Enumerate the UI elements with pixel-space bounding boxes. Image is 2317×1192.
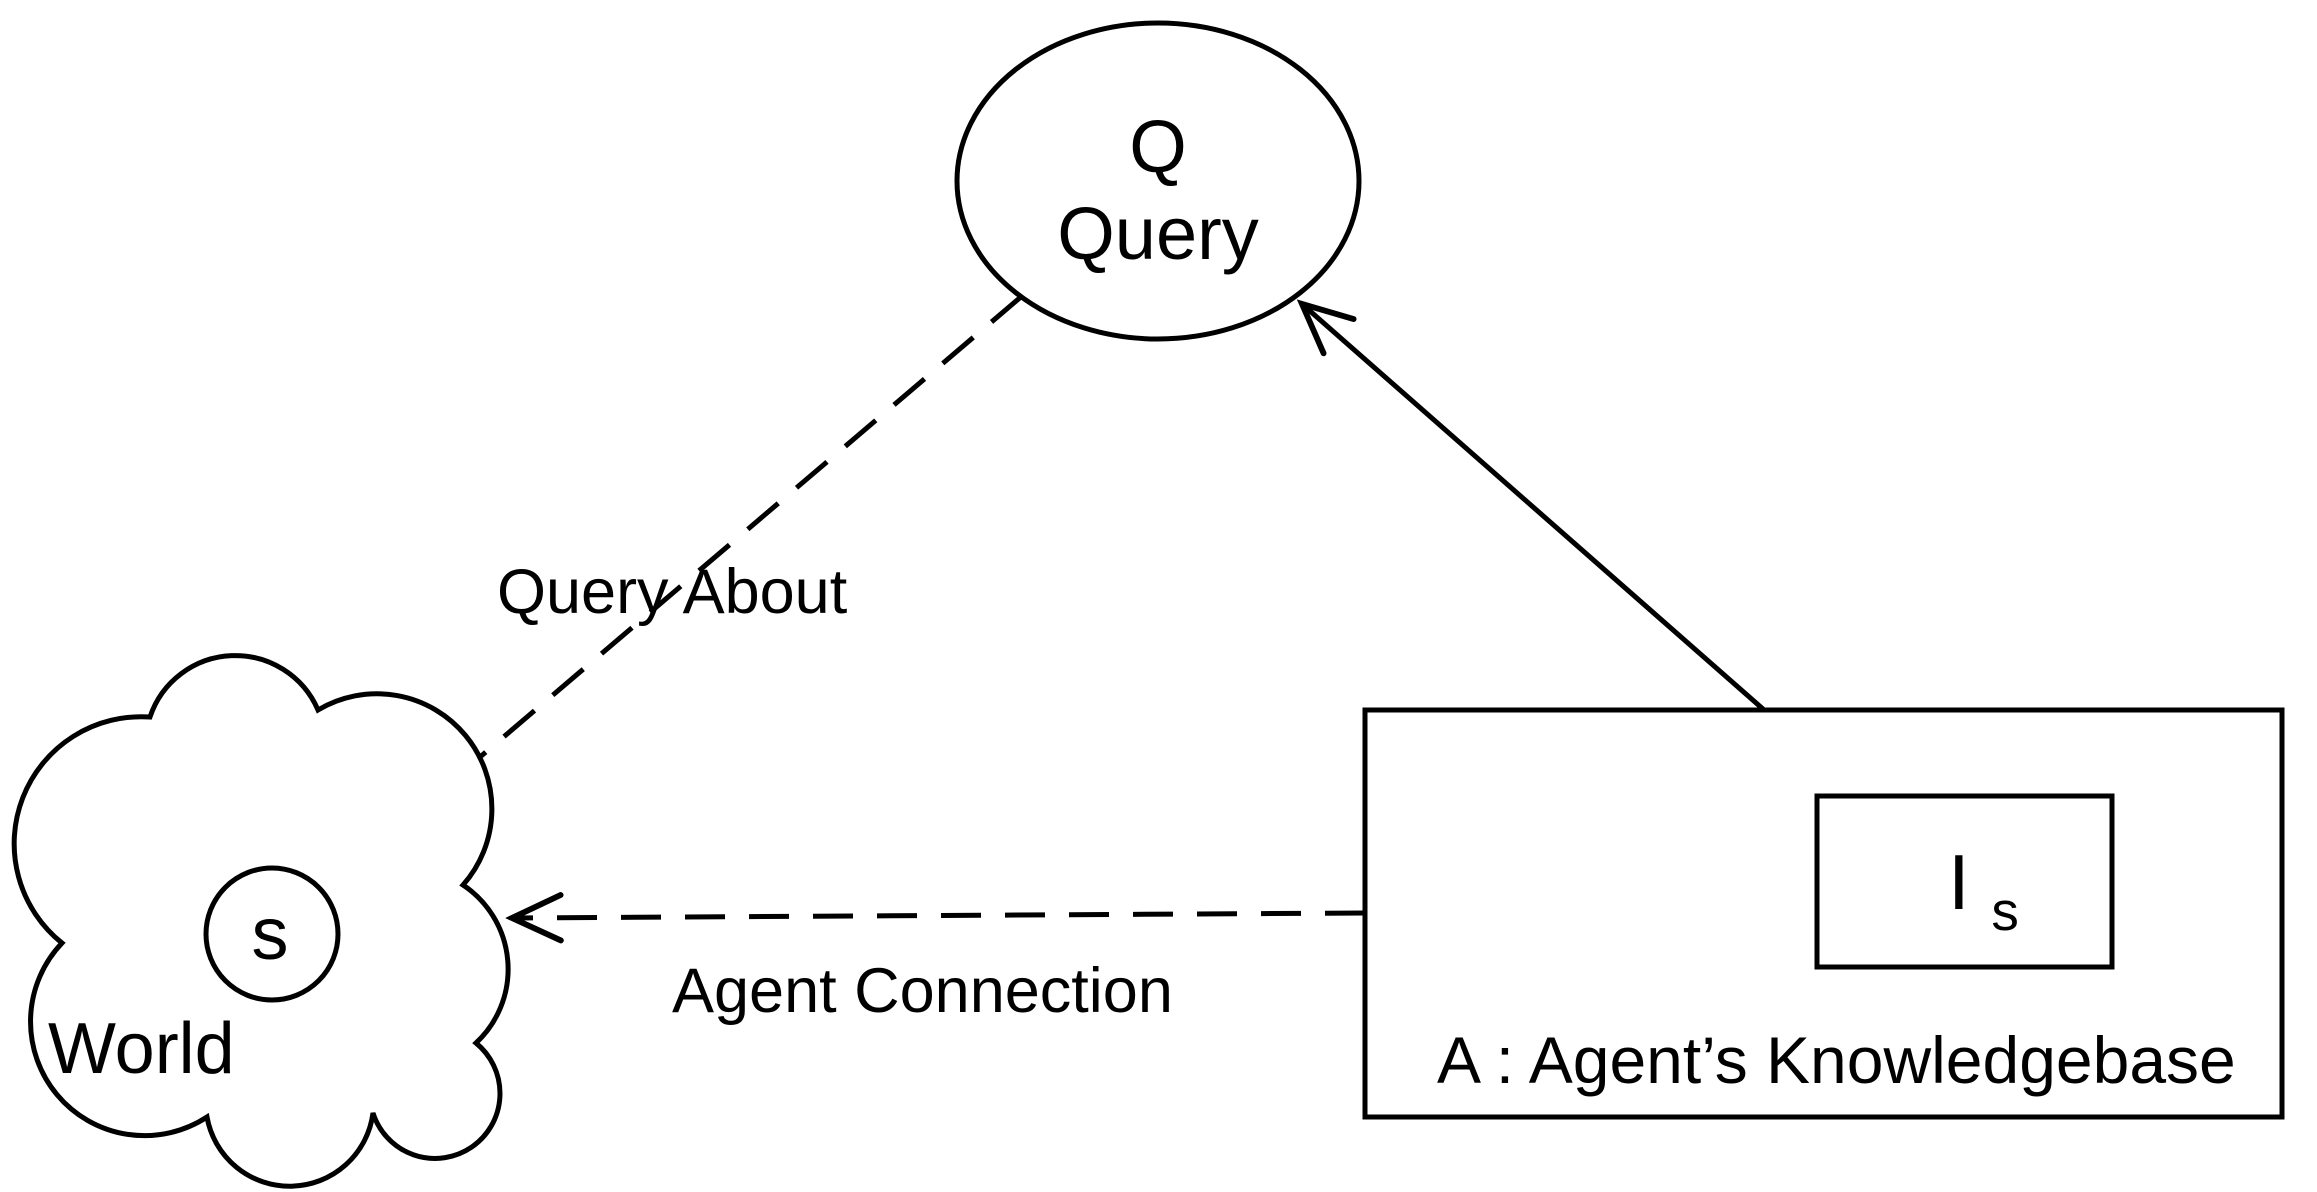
interpretation-label-sub: s [1991,880,2019,942]
query-about-edge-label: Query About [497,557,848,627]
interpretation-label-main: I [1948,838,1970,926]
interpretation-label: I s [1948,838,2019,942]
state-circle [203,865,341,1003]
agent-connection-edge-label: Agent Connection [672,956,1173,1026]
knowledgebase-label: A : Agent’s Knowledgebase [1437,1023,2236,1097]
query-name-label: Query [1057,192,1259,275]
query-about-arrow [326,294,1024,888]
query-ellipse [954,20,1362,342]
state-symbol-label: s [252,892,289,975]
agent-connection-arrow [512,913,1366,918]
world-label: World [48,1009,235,1089]
interpretation-rect [1814,793,2115,970]
query-symbol-label: Q [1129,105,1187,188]
